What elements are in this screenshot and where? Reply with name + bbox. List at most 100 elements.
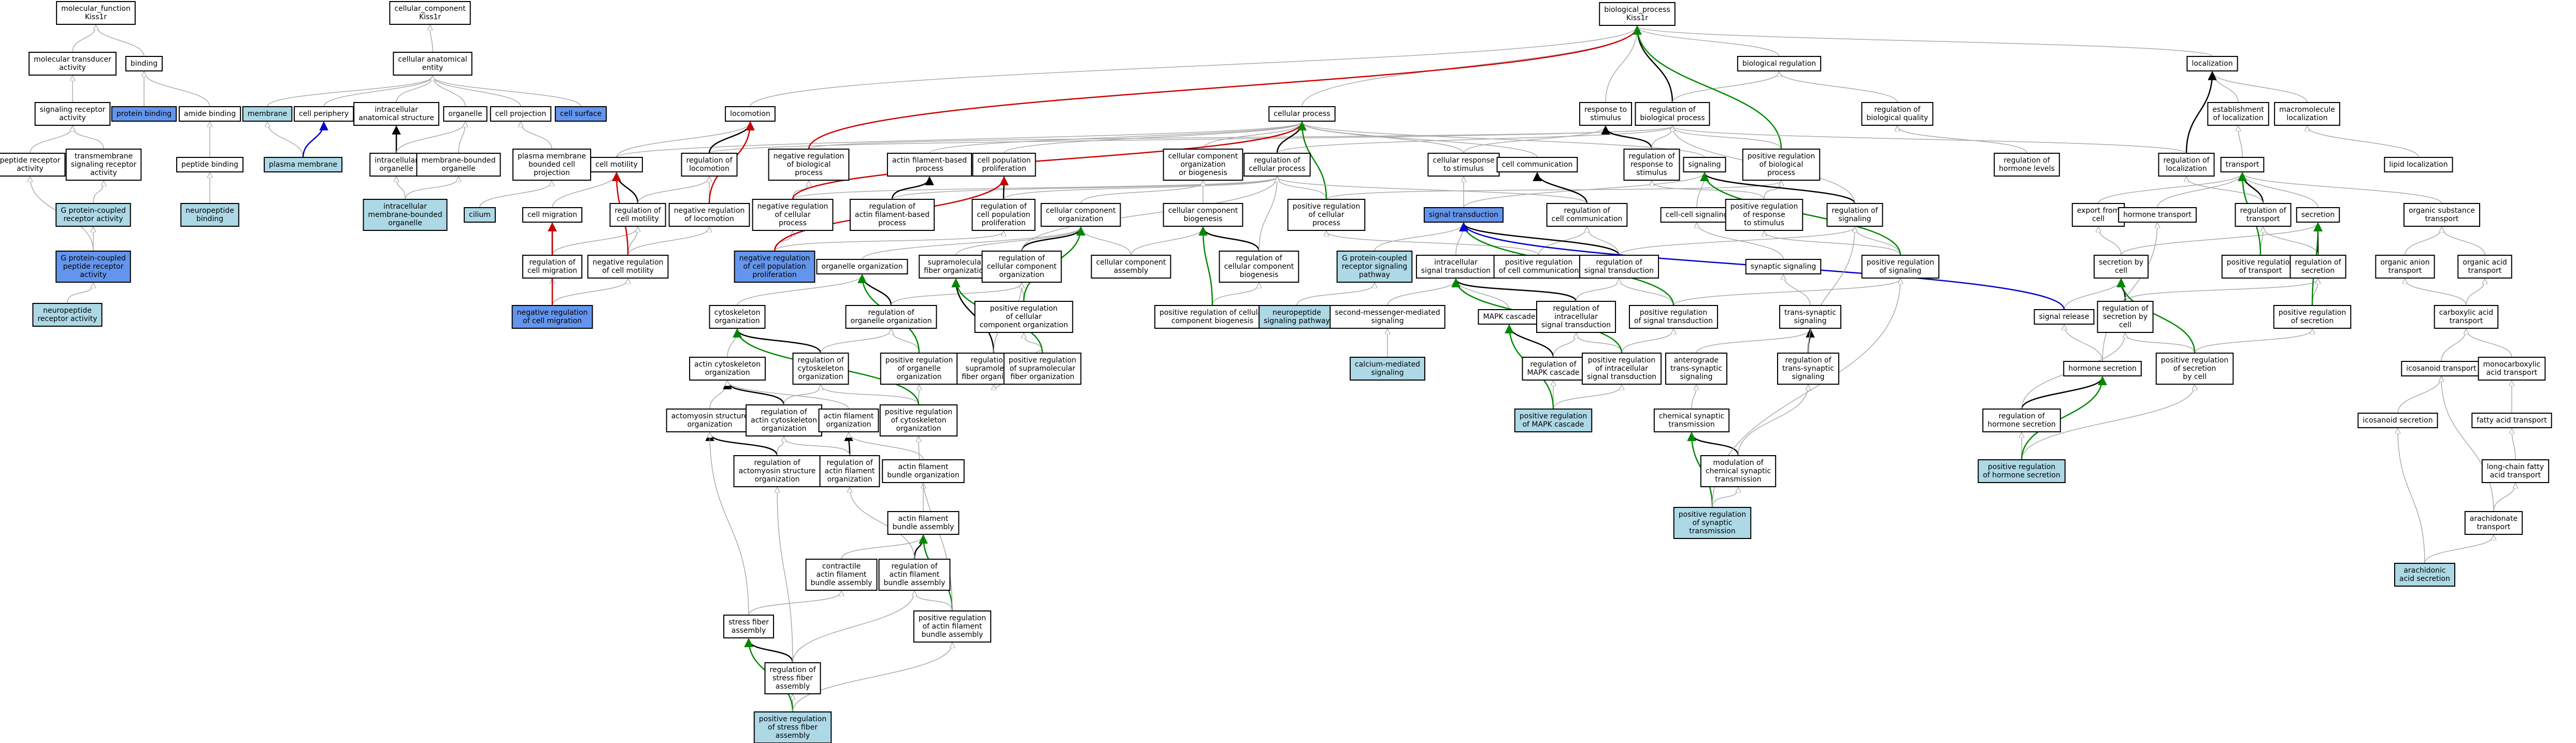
term-node-organelle[interactable]: organelle [443,106,488,122]
term-node-orgorg[interactable]: organelle organization [816,259,908,274]
term-node-breg[interactable]: biological regulation [1737,56,1822,71]
term-node-cellproj[interactable]: cell projection [490,106,552,122]
term-node-plasmem[interactable]: plasma membrane [264,157,342,172]
term-node-localization[interactable]: localization [2186,56,2238,71]
term-node-locomotion[interactable]: locomotion [725,106,776,122]
term-node-icosanoid[interactable]: icosanoid transport [2401,361,2482,376]
term-node-sigtrans[interactable]: signal transduction [1423,207,1504,223]
term-node-icosec[interactable]: icosanoid secretion [2357,413,2438,428]
term-node-protbind[interactable]: protein binding [111,106,177,122]
term-node-cellsurf[interactable]: cell surface [554,106,607,122]
term-node-mapk[interactable]: MAPK cascade [1478,309,1541,325]
term-node-cellmig[interactable]: cell migration [522,207,583,223]
term-node-lipidloc[interactable]: lipid localization [2384,157,2453,172]
term-node-membrane[interactable]: membrane [242,106,293,122]
term-node-binding[interactable]: binding [125,56,163,71]
term-node-posregccb[interactable]: positive regulation of cellularcomponent… [1154,305,1271,329]
term-node-transport[interactable]: transport [2220,157,2265,172]
term-node-cellproc[interactable]: cellular process [1268,106,1336,122]
term-node-secretion[interactable]: secretion [2296,207,2340,223]
term-node-hormsec[interactable]: hormone secretion [2063,361,2142,376]
term-node-cellcomm[interactable]: cell communication [1496,157,1578,172]
term-node-pepbind[interactable]: peptide binding [176,157,244,172]
